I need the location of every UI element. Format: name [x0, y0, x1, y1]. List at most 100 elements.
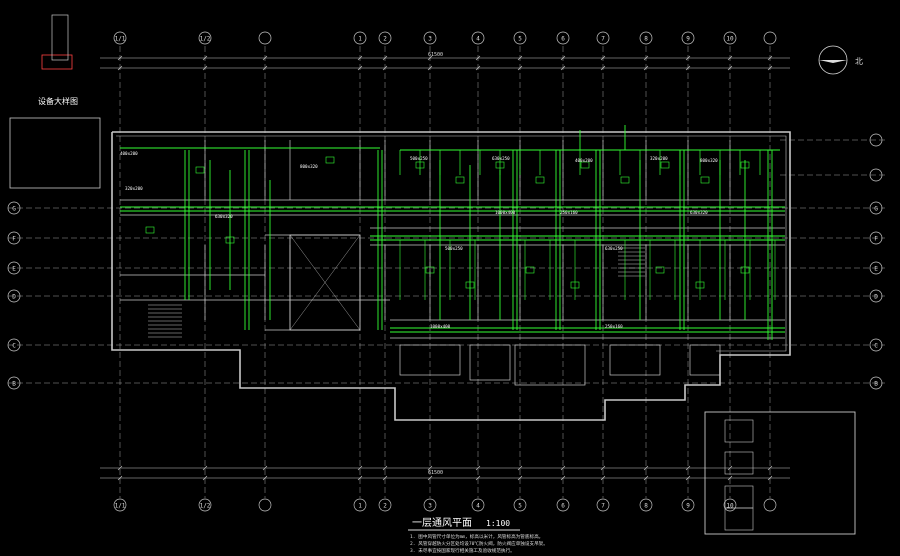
dimension-tick	[767, 475, 773, 481]
axis-bubble-top	[639, 498, 653, 512]
axis-label-top: 4	[476, 503, 480, 510]
axis-label-top: 1	[358, 36, 362, 43]
axis-label-top: 1/2	[200, 36, 211, 43]
axis-label-side: E	[874, 266, 878, 273]
air-diffuser	[495, 161, 505, 169]
axis-bubble-top	[513, 498, 527, 512]
dimension-tick	[357, 475, 363, 481]
fan-unit	[724, 507, 754, 531]
north-label: 北	[855, 57, 863, 66]
air-diffuser	[570, 281, 580, 289]
dimension-tick	[560, 475, 566, 481]
air-diffuser	[740, 161, 750, 169]
dimension-tick	[560, 465, 566, 471]
axis-bubble-side	[869, 289, 883, 303]
note-2: 2. 风管穿越防火分区处均设70℃防火阀，防火阀应单独设支吊架。	[410, 540, 548, 547]
axis-bubble-top	[681, 31, 695, 45]
axis-bubble-top	[258, 31, 272, 45]
central-hall	[289, 234, 361, 331]
duct-size-label: 630x320	[690, 210, 708, 215]
axis-bubble-top	[113, 31, 127, 45]
axis-label-side: C	[874, 343, 878, 350]
axis-label-top: 7	[601, 36, 605, 43]
dimension-tick	[727, 55, 733, 61]
axis-label-top: 10	[726, 36, 734, 43]
dimension-tick	[517, 475, 523, 481]
dimension-tick	[475, 55, 481, 61]
dimension-tick	[727, 65, 733, 71]
duct-size-label: 630x320	[215, 214, 233, 219]
axis-bubble-top	[596, 498, 610, 512]
axis-label-top: 5	[518, 36, 522, 43]
room-outline	[689, 344, 721, 376]
dimension-tick	[643, 465, 649, 471]
axis-label-top: 3	[428, 503, 432, 510]
axis-label-top: 1/1	[115, 503, 126, 510]
axis-bubble-side	[869, 261, 883, 275]
dimension-tick	[685, 475, 691, 481]
axis-bubble-top	[258, 498, 272, 512]
dimension-tick	[643, 65, 649, 71]
dimension-tick	[600, 465, 606, 471]
duct-size-label: 400x200	[120, 151, 138, 156]
room-outline	[399, 344, 461, 376]
axis-bubble-top	[378, 498, 392, 512]
dimension-tick	[262, 475, 268, 481]
axis-label-top: 1/1	[115, 36, 126, 43]
axis-bubble-top	[556, 31, 570, 45]
air-diffuser	[225, 236, 235, 244]
dimension-tick	[117, 65, 123, 71]
drawing-scale: 1:100	[486, 519, 510, 528]
exterior-wall-inner	[116, 135, 787, 352]
axis-label-side: F	[874, 236, 878, 243]
axis-label-side: D	[12, 294, 16, 301]
room-outline	[514, 344, 586, 386]
axis-label-side: B	[874, 381, 878, 388]
axis-bubble-side	[869, 168, 883, 182]
detail-frame	[9, 117, 101, 189]
north-arrow-icon	[818, 45, 848, 75]
duct-size-label: 500x250	[445, 246, 463, 251]
dimension-tick	[262, 65, 268, 71]
axis-grid-lines	[8, 46, 885, 498]
dimension-tick	[262, 465, 268, 471]
duct-size-label: 800x320	[700, 158, 718, 163]
overall-dimension-top: 61500	[428, 52, 443, 58]
dimension-tick	[517, 55, 523, 61]
dimension-tick	[382, 55, 388, 61]
axis-bubble-side	[869, 376, 883, 390]
dimension-tick	[600, 65, 606, 71]
hall-void-cross	[289, 234, 361, 331]
fan-unit	[724, 419, 754, 443]
dimension-tick	[202, 465, 208, 471]
dimension-tick	[767, 465, 773, 471]
duct-network	[120, 125, 785, 340]
axis-label-top: 1	[358, 503, 362, 510]
dimension-tick	[382, 65, 388, 71]
dimension-tick	[357, 65, 363, 71]
axis-bubble-top	[423, 498, 437, 512]
dimension-tick	[560, 55, 566, 61]
dimension-tick	[643, 55, 649, 61]
axis-bubble-top	[423, 31, 437, 45]
air-diffuser	[655, 266, 665, 274]
dimension-tick	[643, 475, 649, 481]
axis-bubble-top	[763, 31, 777, 45]
air-diffuser	[695, 281, 705, 289]
air-diffuser	[465, 281, 475, 289]
axis-bubble-top	[198, 31, 212, 45]
air-diffuser	[740, 266, 750, 274]
axis-bubble-top	[763, 498, 777, 512]
dimension-tick	[685, 65, 691, 71]
note-3: 3. 未尽事宜按国家现行相关施工及验收规范执行。	[410, 547, 515, 554]
equipment-room	[704, 411, 856, 535]
duct-size-label: 800x320	[300, 164, 318, 169]
dimension-tick	[727, 475, 733, 481]
duct-size-label: 500x250	[410, 156, 428, 161]
axis-label-side: G	[12, 206, 16, 213]
dimension-tick	[517, 465, 523, 471]
axis-label-side: C	[12, 343, 16, 350]
